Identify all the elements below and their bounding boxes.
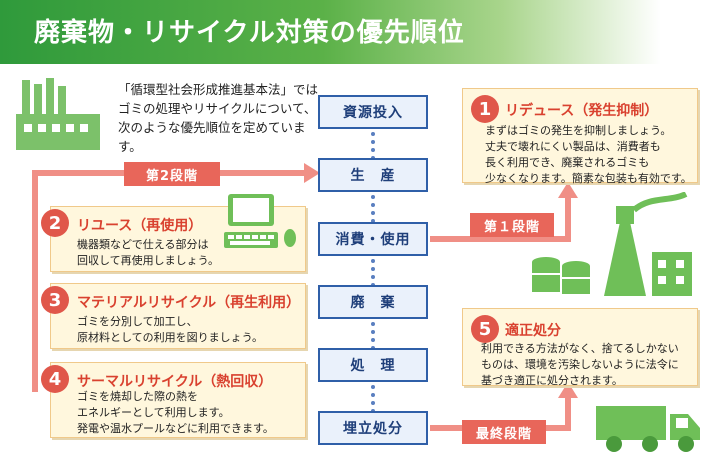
flow-production: 生 産 <box>318 158 428 192</box>
flow-disposal: 廃 棄 <box>318 285 428 319</box>
card-material-recycle: 3 マテリアルリサイクル（再生利用） ゴミを分別して加工し、原材料としての利用を… <box>41 283 306 349</box>
card-body: ゴミを分別して加工し、原材料としての利用を図りましょう。 <box>77 315 264 344</box>
card-body: 機器類などで仕える部分は回収して再使用しましょう。 <box>77 238 220 267</box>
arrow-up-icon <box>558 182 578 198</box>
card-proper-disposal: 5 適正処分 利用できる方法がなく、捨てるしかないものは、環境を汚染しないように… <box>462 308 698 387</box>
flow-landfill: 埋立処分 <box>318 411 428 445</box>
intro-text: 「循環型社会形成推進基本法」ではゴミの処理やリサイクルについて、次のような優先順… <box>118 82 319 154</box>
arrow-up-icon <box>558 382 578 398</box>
title-banner <box>0 0 718 64</box>
oil-industry-icon <box>532 192 692 296</box>
card-title: リユース（再使用） <box>77 218 203 234</box>
card-body: まずはゴミの発生を抑制しましょう。丈夫で壊れにくい製品は、消費者も 長く利用でき… <box>485 124 692 185</box>
final-up-line <box>565 396 571 431</box>
arrow-right-icon <box>304 163 320 183</box>
number-badge: 2 <box>41 209 69 237</box>
card-title: リデュース（発生抑制） <box>505 103 659 119</box>
card-thermal-recycle: 4 サーマルリサイクル（熱回収） ゴミを焼却した際の熱をエネルギーとして利用しま… <box>41 362 306 438</box>
card-body: ゴミを焼却した際の熱をエネルギーとして利用します。発電や温水プールなどに利用でき… <box>77 390 274 435</box>
card-title: サーマルリサイクル（熱回収） <box>77 374 273 390</box>
card-title: 適正処分 <box>505 323 561 339</box>
stage2-label: 第2段階 <box>124 162 220 186</box>
stage2-loop-line <box>32 170 38 392</box>
flow-consumption: 消費・使用 <box>318 222 428 256</box>
card-body: 利用できる方法がなく、捨てるしかないものは、環境を汚染しないように法令に基づき適… <box>481 342 679 387</box>
number-badge: 4 <box>41 365 69 393</box>
truck-icon <box>596 406 700 452</box>
number-badge: 1 <box>471 95 499 123</box>
card-reduce: 1 リデュース（発生抑制） まずはゴミの発生を抑制しましょう。丈夫で壊れにくい製… <box>462 88 698 185</box>
stage1-line <box>430 236 570 242</box>
number-badge: 3 <box>41 286 69 314</box>
number-badge: 5 <box>471 315 499 343</box>
stage1-up-line <box>565 196 571 242</box>
computer-icon <box>224 194 296 248</box>
final-stage-label: 最終段階 <box>462 420 546 444</box>
flow-processing: 処 理 <box>318 348 428 382</box>
factory-icon <box>16 78 100 150</box>
page-title: 廃棄物・リサイクル対策の優先順位 <box>34 18 465 48</box>
stage1-label: 第１段階 <box>470 213 554 237</box>
flow-resource-input: 資源投入 <box>318 95 428 129</box>
card-title: マテリアルリサイクル（再生利用） <box>77 295 301 311</box>
